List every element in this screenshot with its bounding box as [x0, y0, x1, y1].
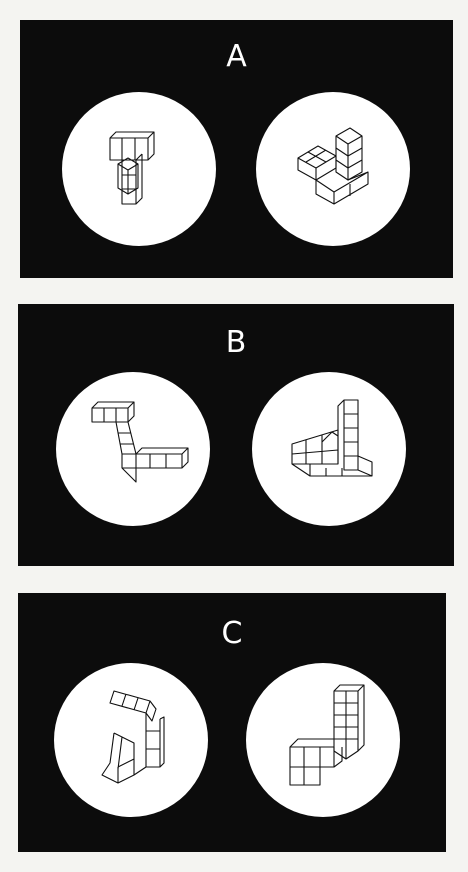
cube-figure-left-c [101, 690, 165, 784]
disc-right-b [252, 372, 406, 526]
cube-figure-left-a [109, 131, 155, 205]
disc-left-b [56, 372, 210, 526]
panel-label-a: A [226, 39, 247, 74]
disc-right-c [246, 663, 400, 817]
panel-label-c: C [221, 616, 243, 651]
disc-left-c [54, 663, 208, 817]
cube-figure-right-c [289, 684, 365, 786]
pair-panel-c: C [18, 593, 446, 852]
cube-figure-left-b [91, 401, 189, 483]
disc-right-a [256, 92, 410, 246]
panel-label-b: B [225, 325, 247, 360]
disc-left-a [62, 92, 216, 246]
cube-figure-right-a [297, 127, 369, 205]
pair-panel-b: B [18, 304, 454, 566]
pair-panel-a: A [20, 20, 453, 278]
cube-figure-right-b [291, 399, 373, 477]
